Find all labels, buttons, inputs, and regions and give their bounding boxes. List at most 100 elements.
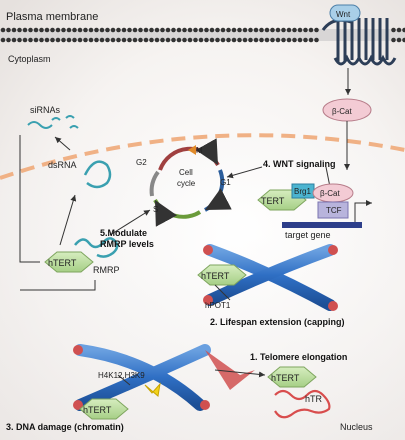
- membrane-lipid-head: [138, 27, 143, 33]
- membrane-lipid-head: [127, 37, 132, 43]
- membrane-lipid-head: [187, 27, 193, 33]
- membrane-lipid-head: [138, 37, 143, 43]
- membrane-lipid-head: [83, 27, 88, 33]
- membrane-lipid-head: [248, 37, 253, 43]
- cell-cycle-label-1: Cell: [179, 168, 193, 177]
- htert-htr-complex: [267, 366, 331, 419]
- htert-damage-label: hTERT: [83, 405, 112, 415]
- membrane-lipid-head: [33, 37, 39, 43]
- membrane-lipid-head: [253, 37, 259, 43]
- membrane-lipid-head: [116, 37, 121, 43]
- rmrp-return-line: [20, 280, 96, 291]
- wnt-signaling-arrow: [226, 166, 263, 179]
- membrane-lipid-head: [308, 37, 314, 43]
- membrane-lipid-head: [154, 37, 160, 43]
- sirnas-label: siRNAs: [30, 105, 61, 115]
- membrane-lipid-head: [39, 27, 44, 33]
- membrane-lipid-head: [226, 37, 231, 43]
- telomere-elongation-label: 1. Telomere elongation: [250, 352, 347, 362]
- membrane-lipid-head: [39, 37, 44, 43]
- membrane-lipid-head: [94, 37, 99, 43]
- membrane-lipid-head: [11, 27, 17, 33]
- htert-elongation-label: hTERT: [271, 373, 300, 383]
- membrane-lipid-head: [105, 27, 110, 33]
- telomere-end: [205, 350, 255, 390]
- membrane-lipid-head: [66, 37, 72, 43]
- membrane-lipid-head: [226, 27, 231, 33]
- membrane-lipid-head: [6, 27, 11, 33]
- wnt-receptor: [321, 4, 397, 66]
- membrane-lipid-head: [143, 27, 149, 33]
- membrane-lipid-head: [259, 27, 264, 33]
- membrane-lipid-head: [292, 27, 297, 33]
- membrane-lipid-head: [88, 27, 94, 33]
- dsrna-label: dsRNA: [48, 160, 77, 170]
- htert-to-dsrna-arrow: [59, 194, 77, 246]
- histone-label: H4K12,H3K9: [98, 371, 145, 380]
- membrane-lipid-head: [110, 37, 116, 43]
- htert-rmrp-hexagon: [44, 251, 94, 273]
- membrane-lipid-head: [55, 37, 61, 43]
- dna-damage-label: 3. DNA damage (chromatin): [6, 422, 124, 432]
- membrane-lipid-head: [0, 37, 6, 43]
- modulate-arrow: [109, 209, 151, 236]
- membrane-lipid-head: [292, 37, 297, 43]
- cell-cycle-label-2: cycle: [177, 179, 196, 188]
- membrane-lipid-head: [99, 27, 105, 33]
- membrane-lipid-head: [270, 37, 275, 43]
- rmrp-rna: [74, 237, 119, 258]
- membrane-lipid-head: [198, 27, 204, 33]
- chromosome-capping: [197, 244, 338, 311]
- membrane-lipid-head: [308, 27, 314, 33]
- membrane-lipid-head: [314, 27, 319, 33]
- dna-bar: [282, 222, 362, 228]
- tert-label: TERT: [261, 196, 285, 206]
- membrane-lipid-head: [66, 27, 72, 33]
- membrane-lipid-head: [237, 37, 242, 43]
- membrane-lipid-head: [33, 27, 39, 33]
- wnt-label: Wnt: [336, 10, 351, 19]
- membrane-lipid-head: [17, 37, 22, 43]
- membrane-lipid-head: [215, 37, 220, 43]
- membrane-lipid-head: [220, 37, 226, 43]
- cytoplasm-label: Cytoplasm: [8, 54, 51, 64]
- membrane-lipid-head: [94, 27, 99, 33]
- membrane-lipid-head: [275, 27, 281, 33]
- membrane-lipid-head: [61, 27, 66, 33]
- membrane-lipid-head: [99, 37, 105, 43]
- g2-phase-label: G2: [136, 158, 147, 167]
- nucleus-area: [0, 135, 405, 440]
- membrane-lipid-head: [160, 37, 165, 43]
- membrane-lipid-head: [44, 37, 50, 43]
- nuclear-envelope: [0, 133, 405, 180]
- damage-bolt: [144, 382, 161, 397]
- membrane-lipid-head: [72, 37, 77, 43]
- membrane-lipid-head: [171, 27, 176, 33]
- membrane-lipid-head: [77, 27, 83, 33]
- membrane-lipid-head: [281, 27, 286, 33]
- membrane-lipid-head: [182, 27, 187, 33]
- membrane-lipid-head: [297, 27, 303, 33]
- membrane-lipid-head: [149, 37, 154, 43]
- membrane-lipid-head: [396, 27, 402, 33]
- tcf-label: TCF: [326, 206, 342, 215]
- modulate-label-2: RMRP levels: [100, 239, 154, 249]
- membrane-lipid-head: [231, 27, 237, 33]
- membrane-lipid-head: [242, 37, 248, 43]
- membrane-lipid-head: [204, 37, 209, 43]
- rmrp-label: RMRP: [93, 265, 120, 275]
- plasma-membrane-label: Plasma membrane: [6, 11, 98, 23]
- tcf-box: [317, 201, 349, 219]
- membrane-lipid-head: [154, 27, 160, 33]
- membrane-lipid-head: [110, 27, 116, 33]
- membrane-lipid-head: [121, 37, 127, 43]
- target-gene-complex: [257, 183, 372, 228]
- membrane-lipid-head: [303, 27, 308, 33]
- membrane-lipid-head: [198, 37, 204, 43]
- membrane-lipid-head: [116, 27, 121, 33]
- sirna-squiggles: [27, 115, 79, 129]
- membrane-lipid-head: [0, 27, 6, 33]
- dsrna-to-sirna-arrow: [54, 136, 71, 151]
